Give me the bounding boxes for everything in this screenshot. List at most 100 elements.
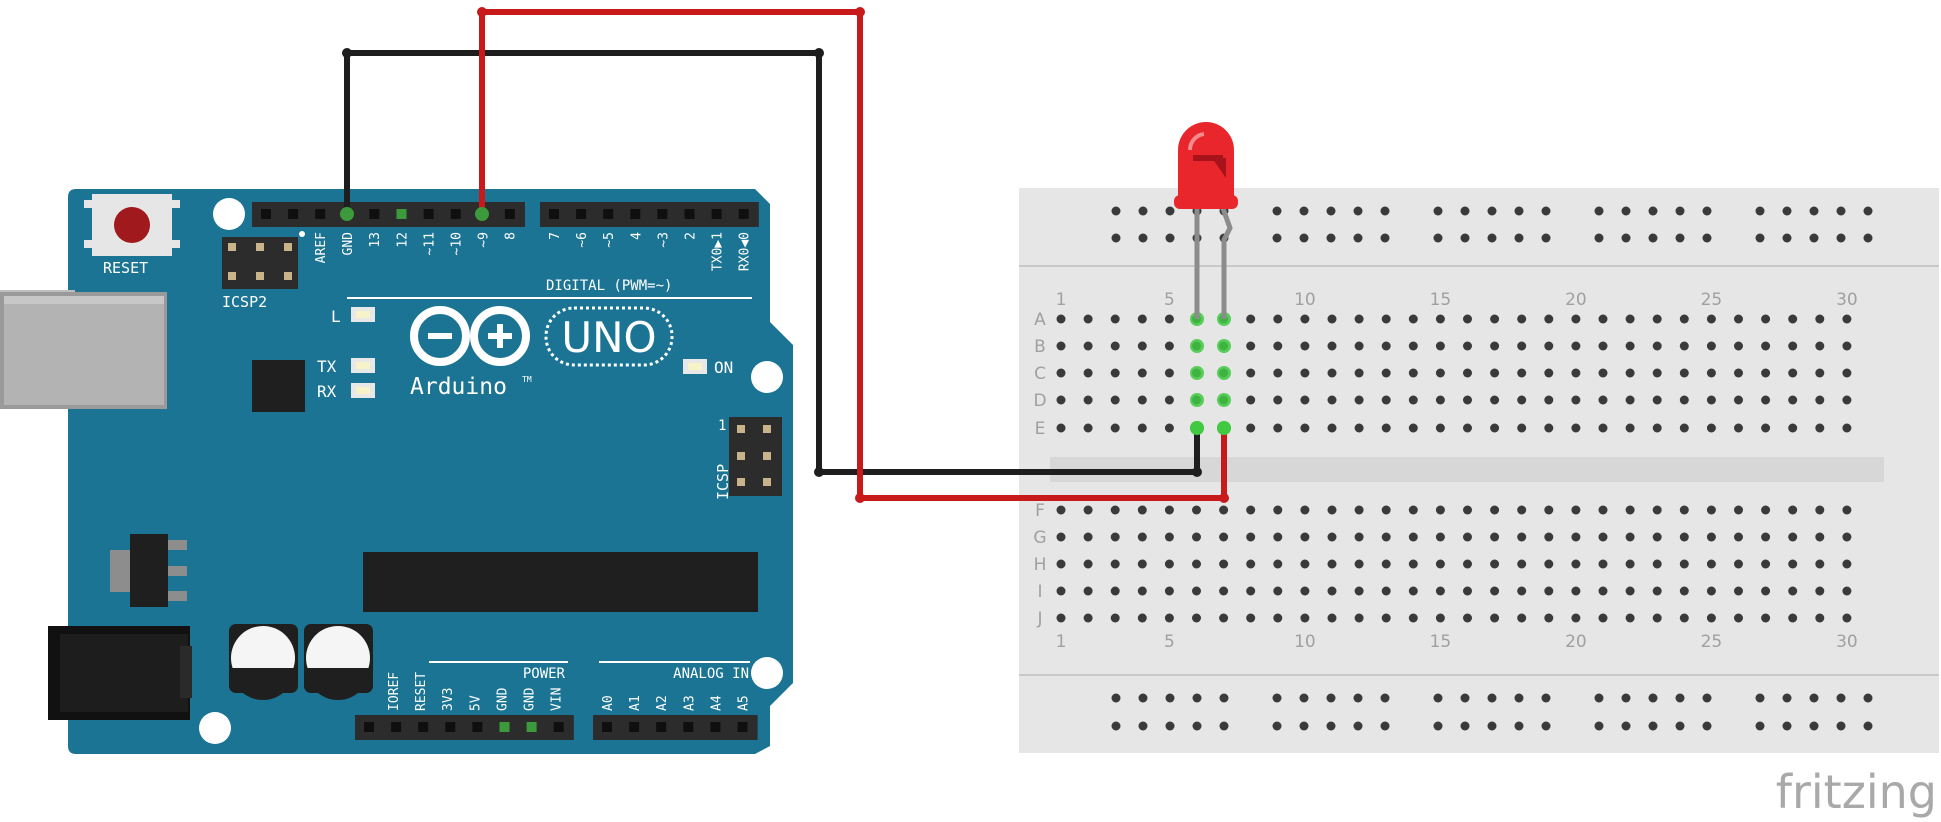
breadboard-column-label: 30 [1836,632,1858,652]
header-pin[interactable] [602,722,612,732]
breadboard-hole [1435,586,1445,596]
breadboard-row-label: B [1034,337,1046,357]
breadboard-hole [1246,505,1256,515]
breadboard-hole [1381,532,1391,542]
power-rail-hole [1675,206,1685,216]
header-pin[interactable] [553,722,564,732]
breadboard-hole [1273,423,1283,433]
header-pin[interactable] [499,722,510,732]
breadboard-hole [1490,423,1500,433]
header-pin[interactable] [683,722,694,732]
breadboard-column-label: 1 [1056,632,1067,652]
header-pin[interactable] [630,209,641,219]
breadboard-hole [1192,613,1201,623]
header-pin[interactable] [261,209,271,219]
icsp-label: ICSP [714,464,732,500]
power-rail-hole [1192,693,1202,703]
breadboard-hole [1815,423,1825,433]
icsp-pin1-label: 1 [718,418,726,434]
header-pin[interactable] [549,209,559,219]
header-pin[interactable] [423,209,434,219]
header-pin[interactable] [657,209,668,219]
pin-label: RESET [414,672,429,711]
breadboard-hole [1734,505,1743,515]
breadboard-hole [1056,559,1066,569]
breadboard-hole [1354,586,1364,596]
header-pin[interactable] [445,722,456,732]
fritzing-watermark: fritzing [1776,765,1937,819]
breadboard-hole [1706,559,1716,569]
pin9-connection [475,207,489,221]
header-pin[interactable] [576,209,587,219]
breadboard-hole [1517,314,1527,324]
reset-button[interactable] [84,194,180,256]
breadboard-hole [1164,586,1174,596]
breadboard-hole [1571,341,1581,351]
pin-label: 7 [548,232,563,240]
header-pin[interactable] [738,209,749,219]
power-rail-hole [1111,233,1121,243]
breadboard-hole [1246,314,1256,324]
header-pin[interactable] [288,209,299,219]
breadboard-hole [1300,423,1310,433]
header-pin[interactable] [364,722,374,732]
breadboard-hole [1354,341,1364,351]
breadboard-hole [1246,395,1256,405]
header-pin[interactable] [526,722,537,732]
gnd-wire[interactable] [344,50,1200,475]
header-pin[interactable] [710,722,721,732]
breadboard-hole [1571,423,1581,433]
header-pin[interactable] [396,209,407,219]
breadboard-hole [1137,505,1147,515]
breadboard-hole [1706,395,1716,405]
pin-label: ~5 [602,232,617,248]
header-pin[interactable] [472,722,483,732]
breadboard-hole [1652,505,1662,515]
led-die [1193,155,1226,178]
breadboard-hole [1219,586,1229,596]
breadboard-hole [1788,341,1798,351]
breadboard-hole [1381,613,1391,623]
header-pin[interactable] [450,209,461,219]
header-pin[interactable] [629,722,640,732]
power-rail-hole [1299,206,1309,216]
header-pin[interactable] [315,209,326,219]
reset-button-cap[interactable] [114,207,150,243]
breadboard-hole [1273,532,1283,542]
breadboard-hole [1273,314,1283,324]
header-pin[interactable] [711,209,722,219]
power-rail-hole [1648,721,1658,731]
header-pin[interactable] [504,209,515,219]
power-rail-hole [1460,693,1470,703]
breadboard-hole [1652,559,1662,569]
breadboard-hole [1788,505,1798,515]
usb-connector [0,290,167,409]
breadboard-hole [1246,532,1256,542]
header-pin[interactable] [656,722,667,732]
breadboard-hole [1300,505,1310,515]
breadboard-hole [1354,368,1364,378]
header-pin[interactable] [737,722,748,732]
power-rail-hole [1380,721,1390,731]
breadboard-hole [1463,341,1472,351]
header-pin[interactable] [391,722,402,732]
breadboard-hole [1842,505,1852,515]
pin-label: 5V [468,695,483,711]
dc-power-jack [48,626,192,720]
header-pin[interactable] [603,209,614,219]
breadboard-hole [1164,559,1174,569]
breadboard-hole [1652,314,1662,324]
signal-wire[interactable] [479,9,1227,501]
power-rail-hole [1138,206,1148,216]
breadboard-hole [1652,586,1662,596]
breadboard-row-label: E [1035,419,1046,439]
pin-label: A3 [682,695,697,711]
breadboard-hole [1110,423,1120,433]
breadboard-hole [1815,368,1825,378]
header-pin[interactable] [418,722,429,732]
breadboard-hole [1354,505,1364,515]
header-pin[interactable] [369,209,380,219]
header-pin[interactable] [684,209,695,219]
breadboard-hole [1734,341,1743,351]
